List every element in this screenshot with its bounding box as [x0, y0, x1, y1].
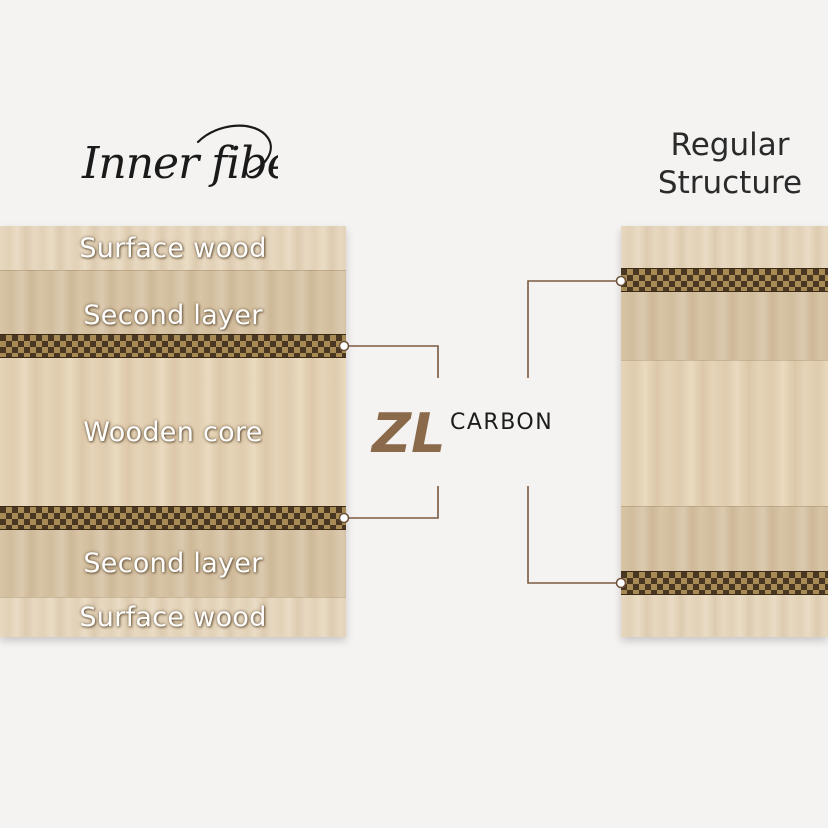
connector-left-top — [344, 345, 439, 378]
layer-label: Surface wood — [79, 602, 267, 633]
connector-right-top — [527, 280, 621, 378]
layer-surface-wood-top: Surface wood — [0, 226, 346, 270]
connector-left-bottom — [344, 486, 439, 519]
logo-swoosh-icon — [196, 124, 272, 174]
regular-structure-panel — [621, 226, 828, 637]
connector-dot-icon — [338, 340, 350, 352]
regular-surface-bottom — [621, 595, 828, 637]
layer-wooden-core: Wooden core — [0, 358, 346, 506]
layer-surface-wood-bottom: Surface wood — [0, 597, 346, 637]
layer-label: Wooden core — [83, 416, 263, 448]
layer-label: Surface wood — [79, 232, 267, 264]
zl-mark: ZL — [370, 402, 446, 462]
connector-dot-icon — [615, 275, 627, 287]
carbon-layer-top — [0, 334, 346, 358]
connector-dot-icon — [338, 512, 350, 524]
layer-label: Second layer — [83, 299, 263, 331]
connector-dot-icon — [615, 577, 627, 589]
layer-label: Second layer — [83, 548, 263, 579]
zl-word: CARBON — [450, 410, 553, 435]
connector-right-bottom — [527, 486, 621, 584]
regular-carbon-bottom — [621, 571, 828, 595]
regular-carbon-top — [621, 268, 828, 292]
layer-second-bottom: Second layer — [0, 530, 346, 597]
regular-surface-top — [621, 226, 828, 268]
regular-second-bottom — [621, 506, 828, 571]
regular-core — [621, 360, 828, 506]
regular-title-line1: Regular — [670, 127, 790, 163]
logo-text: Inner fiber — [81, 138, 278, 189]
regular-title-line2: Structure — [657, 165, 803, 201]
regular-structure-title: Regular Structure — [630, 126, 828, 202]
carbon-layer-bottom — [0, 506, 346, 530]
inner-fiber-panel: Surface wood Second layer Wooden core Se… — [0, 226, 346, 637]
regular-second-top — [621, 292, 828, 360]
inner-fiber-logo: Inner fiber — [81, 124, 278, 189]
zl-carbon-logo: ZL CARBON — [370, 402, 553, 462]
